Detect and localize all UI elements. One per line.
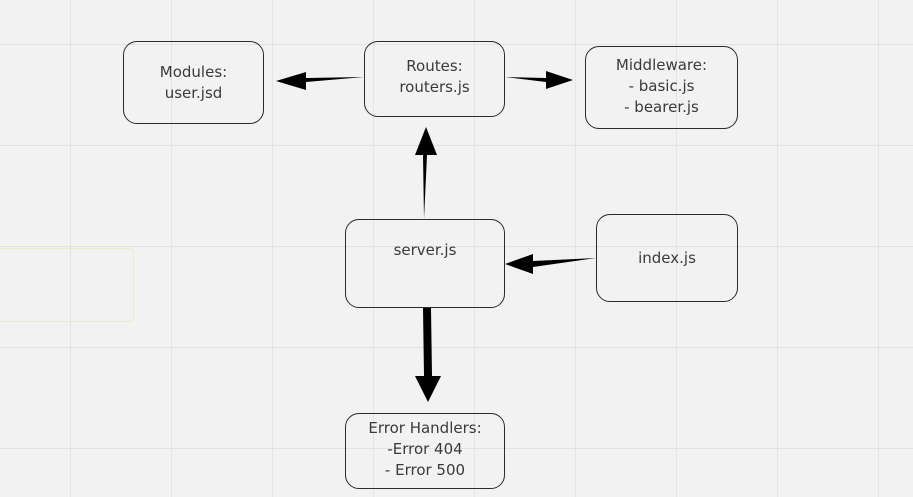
node-middleware-line-1: Middleware:: [615, 56, 708, 74]
node-routes-line-2: routers.js: [399, 78, 470, 96]
node-index-line-1: index.js: [638, 248, 696, 267]
node-modules[interactable]: Modules: user.jsd: [123, 41, 264, 124]
node-routes[interactable]: Routes: routers.js: [364, 41, 505, 117]
node-errors-line-1: Error Handlers:: [368, 419, 482, 437]
node-middleware-line-2: - basic.js: [628, 77, 695, 95]
node-errors-line-3: - Error 500: [384, 461, 466, 479]
node-middleware-line-3: - bearer.js: [624, 98, 699, 116]
edge-routes-to-middleware: [505, 71, 573, 89]
edge-server-to-routes: [415, 127, 437, 219]
edge-routes-to-modules: [276, 72, 364, 90]
node-server[interactable]: server.js: [345, 219, 505, 308]
edge-server-to-errors: [415, 308, 441, 402]
empty-frame: [0, 248, 134, 322]
node-index[interactable]: index.js: [596, 214, 738, 302]
node-server-line-1: server.js: [393, 241, 457, 259]
node-middleware[interactable]: Middleware: - basic.js - bearer.js: [585, 46, 738, 129]
node-modules-line-1: Modules:: [159, 62, 228, 81]
node-routes-line-1: Routes:: [406, 57, 463, 75]
node-errors-line-2: -Error 404: [387, 440, 463, 458]
node-error-handlers[interactable]: Error Handlers: -Error 404 - Error 500: [345, 413, 505, 489]
node-modules-line-2: user.jsd: [164, 83, 223, 102]
edge-index-to-server: [505, 254, 596, 274]
